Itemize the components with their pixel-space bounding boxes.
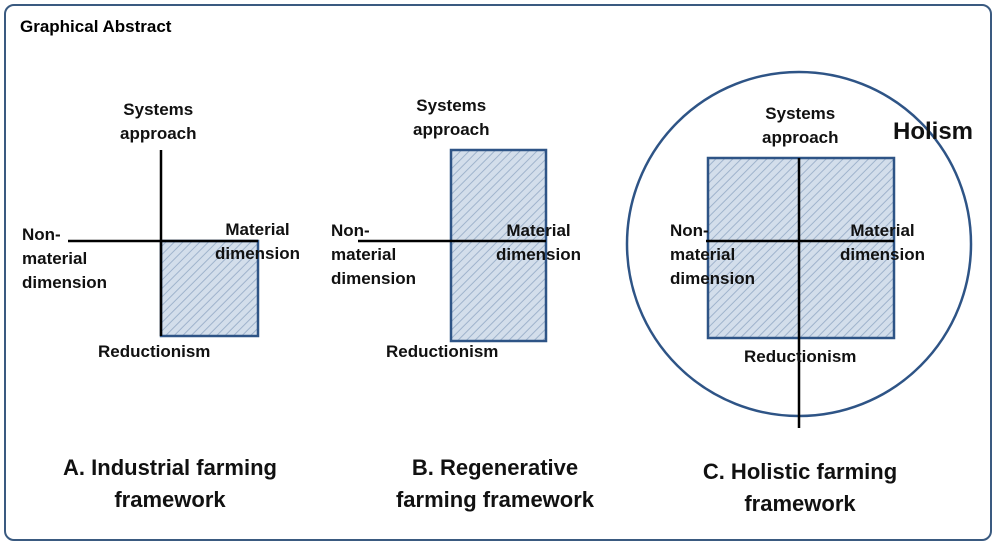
panel-c-left-label: Non- material dimension <box>670 221 756 288</box>
panel-c-caption: C. Holistic farming framework <box>702 459 898 516</box>
panel-c-quadrant <box>706 156 896 340</box>
panel-a-right-label: Material dimension <box>215 220 301 263</box>
panel-b-bottom-label: Reductionism <box>386 342 499 361</box>
panel-a-quadrant <box>159 239 260 338</box>
panel-b-quadrant <box>449 148 548 343</box>
panel-b-top-label: Systems approach <box>413 96 490 139</box>
panel-c-right-label: Material dimension <box>840 221 926 264</box>
panel-c-top-label: Systems approach <box>762 104 839 147</box>
panel-b-caption: B. Regenerative farming framework <box>395 455 595 512</box>
panel-a-caption: A. Industrial farming framework <box>63 455 277 512</box>
panel-a-left-label: Non- material dimension <box>22 225 108 292</box>
panel-a-top-label: Systems approach <box>120 100 197 143</box>
graphical-abstract-title: Graphical Abstract <box>20 17 172 36</box>
panel-a-bottom-label: Reductionism <box>98 342 211 361</box>
panel-b-right-label: Material dimension <box>496 221 582 264</box>
panel-b-left-label: Non- material dimension <box>331 221 417 288</box>
panel-c-bottom-label: Reductionism <box>744 347 857 366</box>
panel-c-holism-label: Holism <box>893 118 974 145</box>
